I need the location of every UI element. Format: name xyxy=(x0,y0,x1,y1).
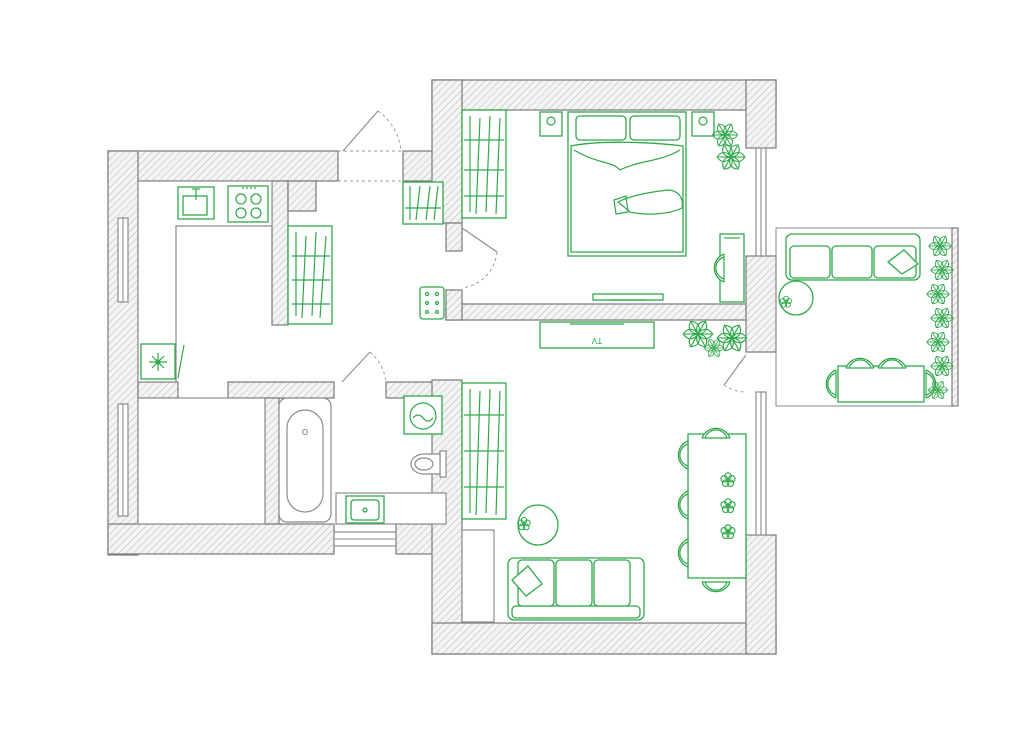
balcony-table xyxy=(837,365,925,403)
living-room: TV xyxy=(461,319,747,623)
side-table xyxy=(517,504,559,546)
windows xyxy=(117,147,767,547)
nightstand-left xyxy=(539,111,563,137)
storage-room xyxy=(137,397,266,525)
tv-bedroom xyxy=(592,293,664,301)
bed xyxy=(567,111,687,257)
plant-icon xyxy=(712,122,745,171)
balcony-sofa xyxy=(785,233,921,281)
balcony xyxy=(778,233,953,403)
cabinet-bottom xyxy=(461,529,495,623)
toilet-icon xyxy=(410,450,447,478)
entry-shelf xyxy=(402,181,444,225)
bedroom xyxy=(461,109,745,303)
bathroom xyxy=(278,395,447,525)
balcony-side-table xyxy=(778,280,814,316)
sink-icon xyxy=(345,495,385,524)
sofa xyxy=(507,557,645,621)
living-wardrobe xyxy=(461,382,507,520)
bedroom-wardrobe xyxy=(461,109,507,219)
plant-icon xyxy=(683,319,746,358)
dining-table xyxy=(687,433,747,579)
stove-icon xyxy=(227,185,269,223)
sink-icon xyxy=(177,186,215,220)
bathtub-icon xyxy=(278,397,332,523)
kitchen xyxy=(137,180,333,383)
nightstand-right xyxy=(691,111,715,137)
tv-label: TV xyxy=(591,336,603,345)
doors xyxy=(338,110,747,393)
shoe-rack xyxy=(419,286,445,320)
tv-unit: TV xyxy=(539,321,655,349)
fan-icon xyxy=(140,343,185,380)
washing-machine-icon xyxy=(403,395,443,435)
hall-wardrobe xyxy=(287,225,333,325)
